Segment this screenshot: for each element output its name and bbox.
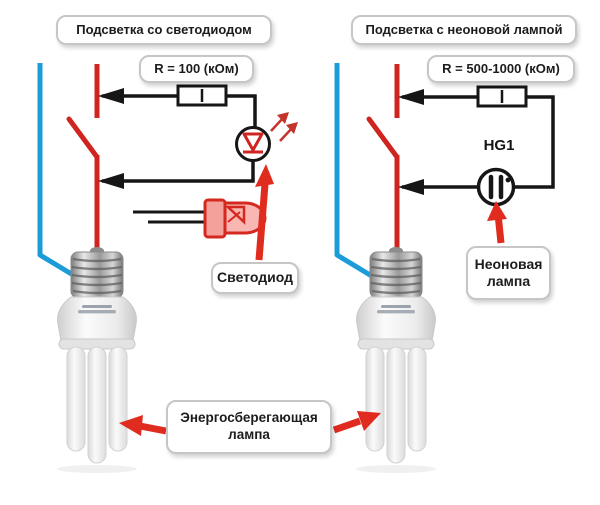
led-component-label: Светодиод bbox=[211, 262, 299, 294]
neon-component-label: Неоновая лампа bbox=[466, 246, 551, 300]
neutral-wire-blue bbox=[37, 63, 90, 287]
light-rays-icon bbox=[270, 112, 298, 142]
pointer-arrow-neon bbox=[487, 201, 507, 244]
resistor-value-neon: R = 500-1000 (кОм) bbox=[427, 55, 575, 83]
cfl-lamp-image bbox=[356, 247, 436, 473]
wire-arrowhead bbox=[98, 88, 124, 104]
led-circuit-diagram bbox=[37, 63, 298, 287]
wire-arrowhead bbox=[398, 179, 424, 195]
neon-circuit-diagram bbox=[334, 63, 555, 281]
cfl-lamp-image bbox=[57, 247, 137, 473]
switch-symbol bbox=[366, 64, 400, 253]
pointer-arrow-lamp-left bbox=[119, 415, 167, 436]
neon-lamp-symbol-icon bbox=[476, 167, 516, 207]
resistor-value-led: R = 100 (кОм) bbox=[139, 55, 254, 83]
pointer-arrow-led bbox=[255, 164, 274, 261]
backlight-wire-bottom bbox=[102, 161, 255, 183]
wire-arrowhead bbox=[398, 89, 424, 105]
pointer-arrow-lamp-right bbox=[332, 411, 381, 434]
resistor-symbol bbox=[476, 85, 528, 108]
switch-symbol bbox=[66, 64, 100, 253]
led-symbol-icon bbox=[235, 126, 271, 162]
led-component-image bbox=[133, 198, 267, 239]
neon-circuit-title: Подсветка с неоновой лампой bbox=[351, 15, 577, 45]
neutral-wire-blue bbox=[334, 63, 377, 281]
neon-lamp-ref: HG1 bbox=[483, 137, 515, 154]
energy-saving-lamp-label: Энергосберегающая лампа bbox=[166, 400, 332, 454]
backlight-wire-top bbox=[102, 94, 257, 128]
resistor-symbol bbox=[176, 84, 228, 107]
led-circuit-title: Подсветка со светодиодом bbox=[56, 15, 272, 45]
wire-arrowhead bbox=[98, 173, 124, 189]
